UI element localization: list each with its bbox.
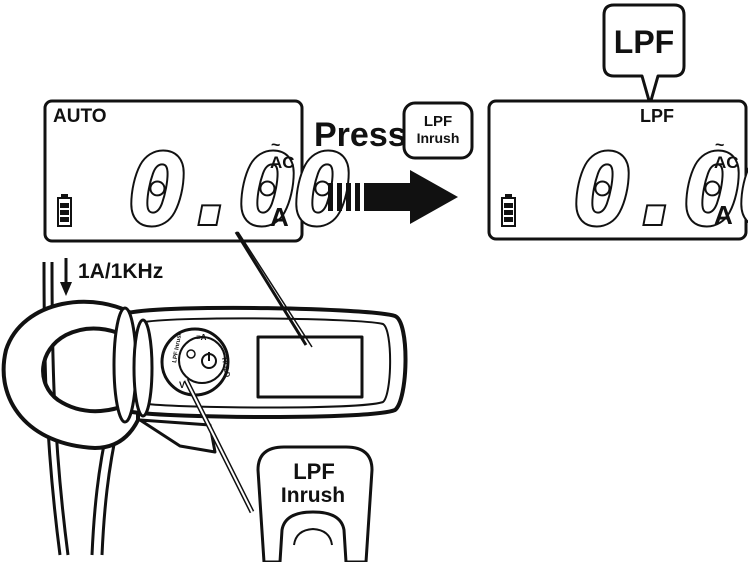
lpf-callout-bubble: LPF bbox=[602, 3, 686, 106]
callout-lpf-text: LPF bbox=[614, 24, 674, 60]
right-reading: 0.00 bbox=[573, 134, 748, 248]
backlight-icon bbox=[186, 349, 196, 359]
meter-lcd-window bbox=[256, 335, 364, 399]
left-lcd-display: AUTO 0.00 ~ AC A bbox=[43, 99, 354, 250]
knob-label-right: HOLD bbox=[220, 357, 230, 378]
right-unit-label: A bbox=[714, 200, 733, 230]
press-label: Press bbox=[314, 116, 407, 154]
knob-label-bottom: V bbox=[179, 380, 185, 390]
lpf-inrush-button-icon: LPF Inrush bbox=[402, 101, 474, 160]
zoom-inrush-text: Inrush bbox=[281, 484, 345, 507]
signal-label: 1A/1KHz bbox=[78, 260, 163, 283]
left-ac-label: AC bbox=[270, 153, 295, 172]
left-reading: 0.00 bbox=[128, 134, 348, 248]
meter-knob-labels: ≡A LPF Inrush HOLD V bbox=[172, 331, 230, 390]
right-ac-label: AC bbox=[714, 153, 739, 172]
button-inrush-text: Inrush bbox=[417, 130, 460, 146]
battery-icon bbox=[57, 194, 72, 227]
knob-label-left: LPF Inrush bbox=[172, 331, 183, 363]
auto-mode-label: AUTO bbox=[53, 106, 106, 127]
left-unit-label: A bbox=[270, 202, 289, 232]
battery-icon bbox=[501, 194, 516, 227]
right-ac-wave: ~ bbox=[715, 137, 724, 154]
zoom-lpf-text: LPF bbox=[293, 459, 335, 484]
finger-icon bbox=[278, 510, 348, 562]
lpf-mode-label: LPF bbox=[640, 106, 674, 126]
knob-label-top: ≡A bbox=[196, 333, 207, 342]
right-lcd-display: LPF 0.00 ~ AC A bbox=[487, 99, 748, 250]
leader-lines bbox=[183, 231, 313, 514]
right-arrow-icon bbox=[328, 170, 458, 224]
zoomed-button: LPF Inrush bbox=[256, 445, 374, 562]
button-lpf-text: LPF bbox=[424, 113, 452, 130]
current-direction-arrow-icon bbox=[60, 258, 72, 296]
left-ac-wave: ~ bbox=[271, 137, 280, 154]
